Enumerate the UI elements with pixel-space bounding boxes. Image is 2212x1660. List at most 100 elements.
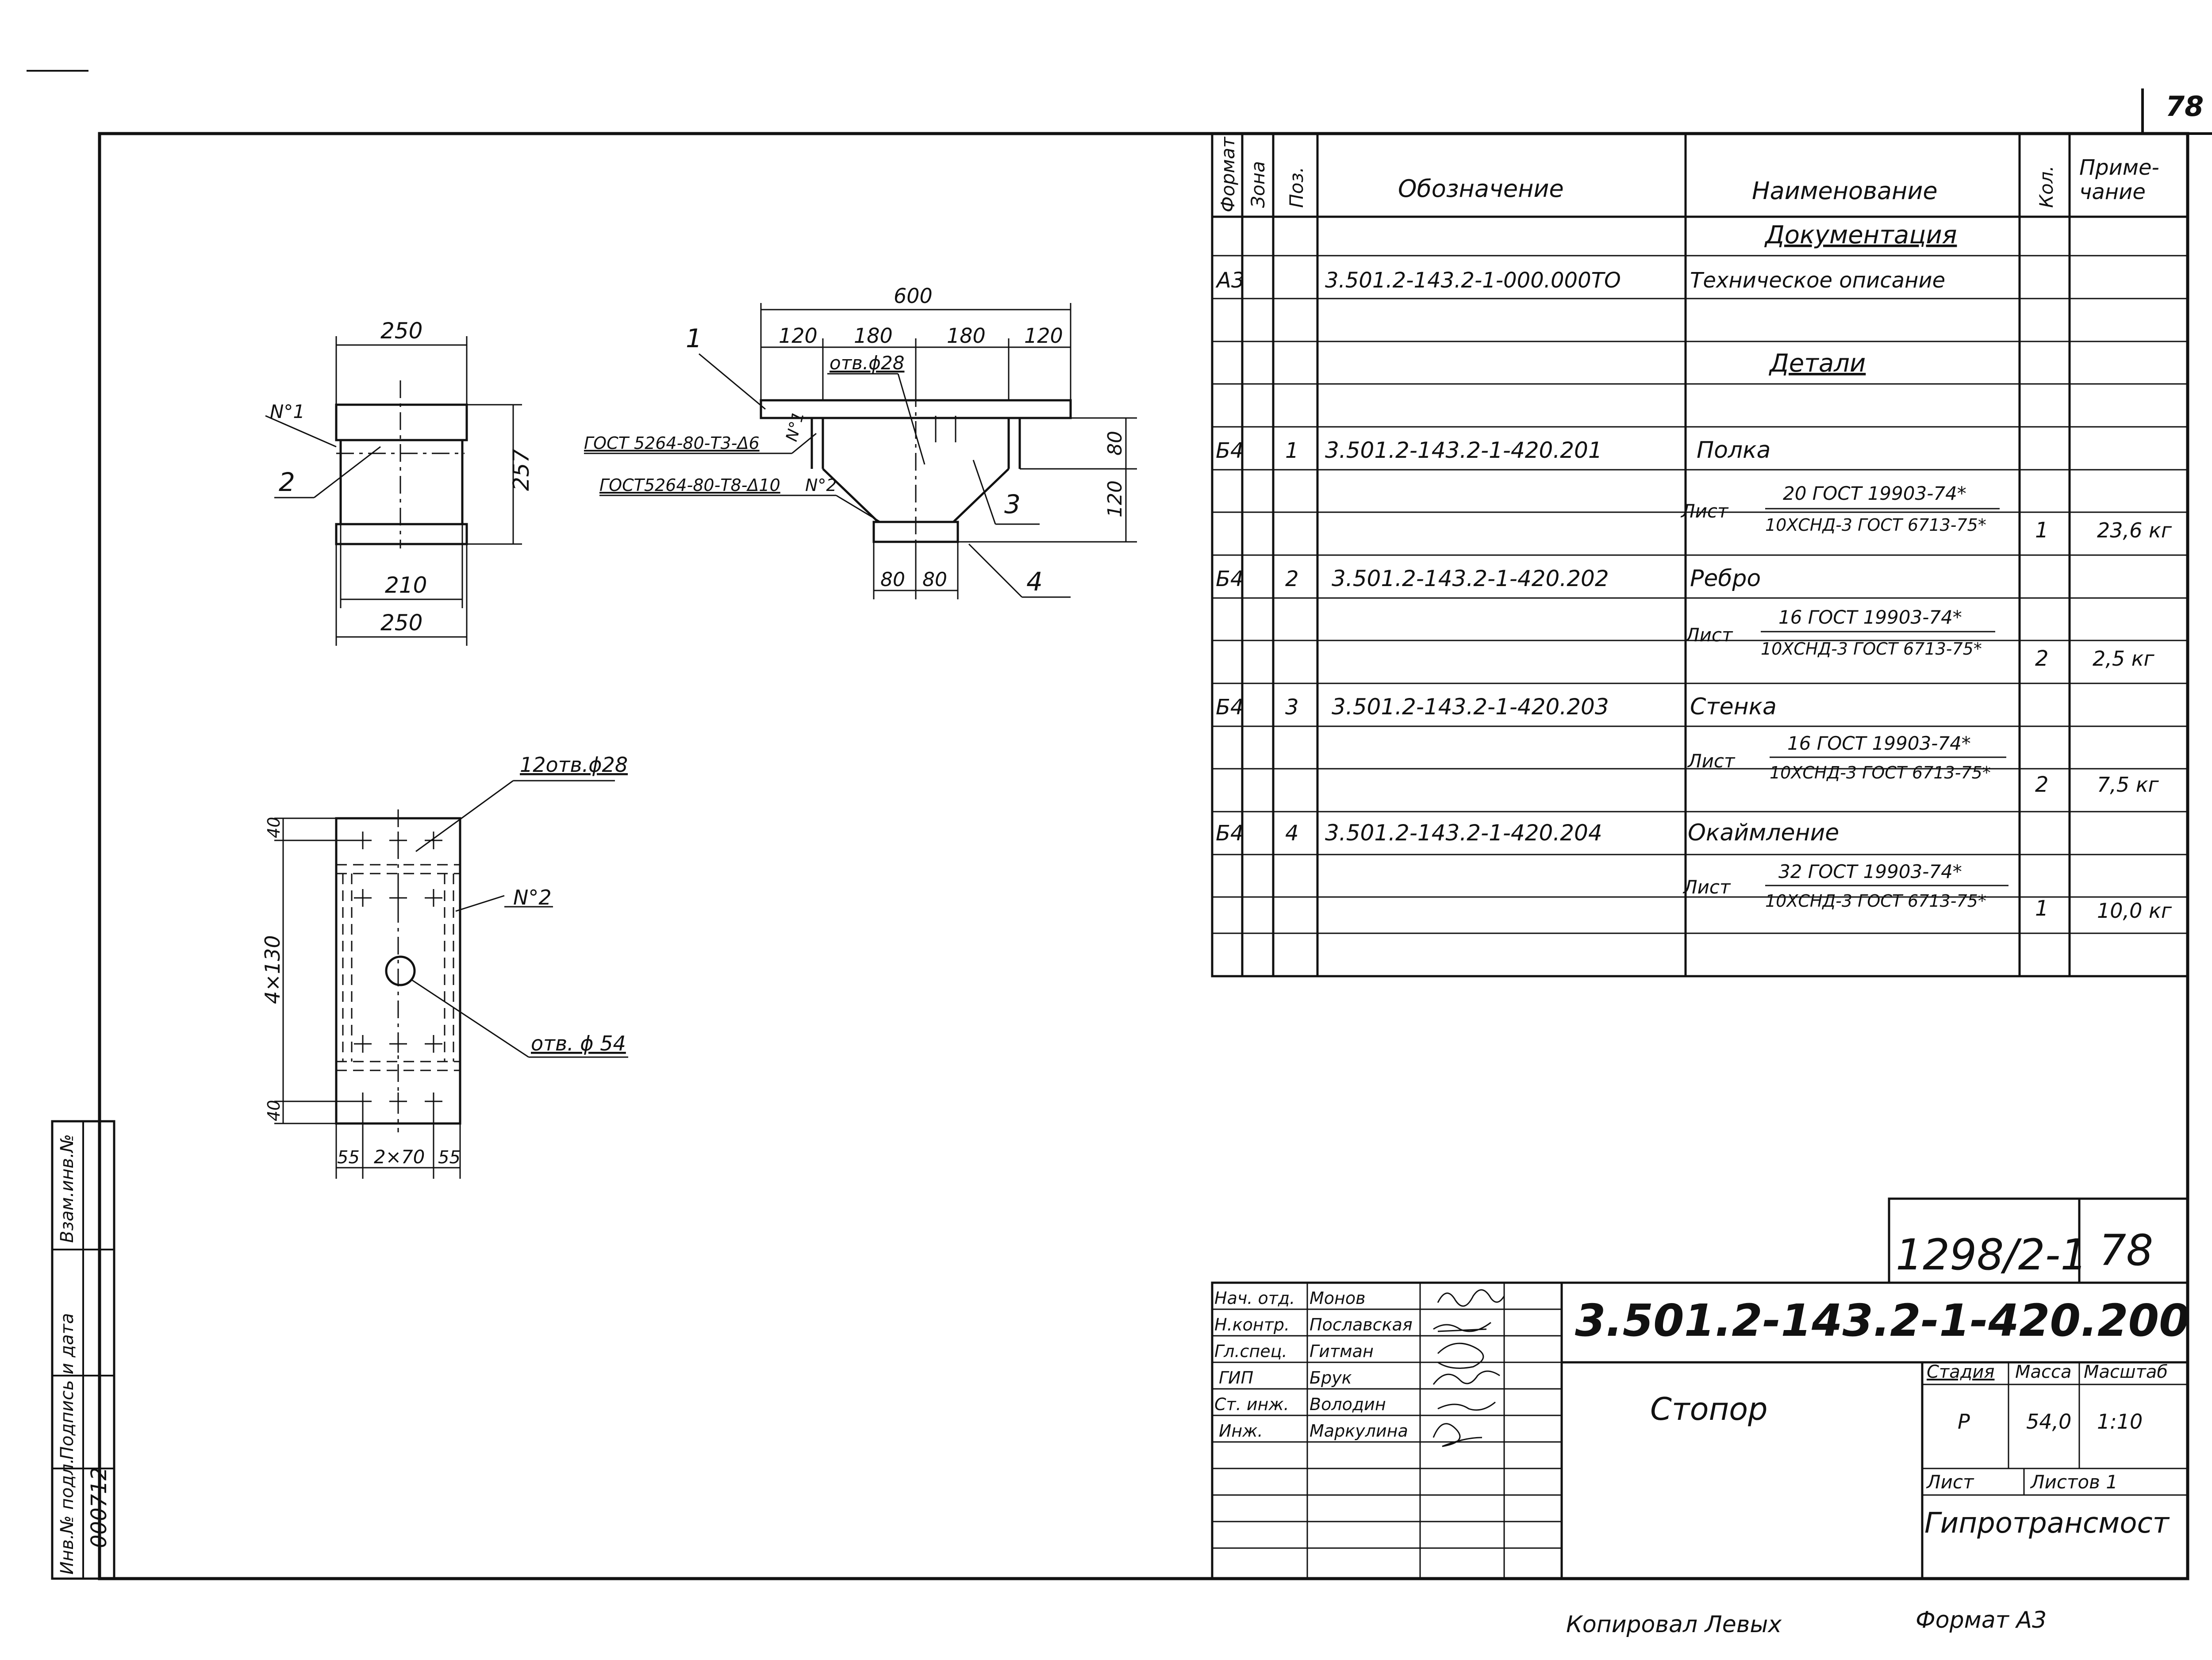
v2-dim-d: 120 (1024, 324, 1063, 348)
item-material-label: Лист (1687, 750, 1736, 772)
scale-value: 1:10 (2097, 1410, 2143, 1434)
item-material-bottom: 10ХСНД-3 ГОСТ 6713-75* (1765, 515, 1986, 535)
v2-dim-c: 180 (947, 324, 986, 348)
role-person: Гитман (1310, 1342, 1374, 1361)
item-format: Б4 (1216, 821, 1244, 846)
v2-dim-w2: 80 (922, 568, 947, 591)
v2-callout-4: 4 (1026, 567, 1043, 597)
stage-label: Стадия (1927, 1362, 1994, 1382)
item-format: Б4 (1216, 567, 1244, 591)
scale-label: Масштаб (2084, 1362, 2168, 1382)
role-label: Ст. инж. (1214, 1395, 1289, 1414)
v2-weld2-mark: N°2 (805, 475, 837, 495)
item-name: Ребро (1690, 565, 1761, 592)
v3-weld-mark: N°2 (513, 886, 552, 909)
sheets-label: Листов 1 (2030, 1471, 2118, 1493)
role-label: Гл.спец. (1214, 1342, 1287, 1361)
role-person: Володин (1310, 1395, 1386, 1414)
document-code: 3.501.2-143.2-1-420.200 (1575, 1295, 2190, 1346)
v2-dim-b: 180 (854, 324, 893, 348)
v2-weld1: ГОСТ 5264-80-Т3-Δ6 (584, 433, 760, 453)
v2-callout-3: 3 (1004, 489, 1021, 519)
v1-dim-inner: 210 (385, 572, 427, 598)
item-material-bottom: 10ХСНД-3 ГОСТ 6713-75* (1761, 639, 1982, 659)
v1-dim-bottom: 250 (380, 610, 422, 636)
v2-dim-a: 120 (779, 324, 818, 348)
v2-weld1-mark: N°1 (783, 410, 808, 443)
item-note: 2,5 кг (2093, 647, 2155, 671)
title-block (1211, 1197, 2189, 1580)
item-designation: 3.501.2-143.2-1-420.203 (1332, 694, 1609, 720)
v1-dim-height: 257 (508, 449, 534, 491)
v3-dim-mid: 2×70 (374, 1146, 425, 1168)
v2-dim-w1: 80 (880, 568, 905, 591)
v3-dim-top: 40 (264, 817, 284, 838)
item-name: Стенка (1690, 694, 1777, 720)
v2-callout-1: 1 (686, 323, 702, 353)
signatures (1432, 1289, 1505, 1447)
item-material-label: Лист (1682, 876, 1731, 898)
hdr-zone: Зона (1247, 161, 1269, 208)
hdr-format: Формат (1217, 136, 1239, 212)
mass-label: Масса (2015, 1362, 2072, 1382)
role-label: ГИП (1219, 1368, 1253, 1388)
role-person: Брук (1310, 1368, 1352, 1388)
role-label: Н.контр. (1214, 1315, 1290, 1334)
section-parts: Детали (1768, 349, 1866, 378)
hdr-name: Наименование (1752, 177, 1938, 205)
hdr-pos: Поз. (1286, 167, 1307, 208)
doc-designation: 3.501.2-143.2-1-000.000ТО (1325, 268, 1621, 293)
item-material-bottom: 10ХСНД-3 ГОСТ 6713-75* (1770, 763, 1991, 782)
stamp-inv-label: Инв.№ подл. (57, 1458, 77, 1575)
item-designation: 3.501.2-143.2-1-420.204 (1325, 820, 1602, 846)
item-material-top: 16 ГОСТ 19903-74* (1778, 606, 1962, 628)
item-qty: 1 (2035, 896, 2049, 921)
role-label: Инж. (1219, 1421, 1263, 1441)
drawing-title: Стопор (1650, 1391, 1768, 1427)
item-material-label: Лист (1680, 500, 1729, 522)
v2-dim-total: 600 (894, 284, 933, 308)
page-number: 78 (2166, 90, 2204, 123)
footer-copied: Копировал Левых (1566, 1611, 1782, 1638)
item-name: Полка (1697, 437, 1770, 464)
view-front (584, 303, 1137, 599)
v3-dim-left: 55 (337, 1147, 360, 1168)
organization: Гипротрансмост (1924, 1507, 2170, 1540)
item-format: Б4 (1216, 438, 1244, 463)
doc-name: Техническое описание (1690, 268, 1945, 293)
item-note: 10,0 кг (2097, 899, 2172, 923)
stamp-inv-value: 000712 (87, 1467, 111, 1548)
item-material-top: 20 ГОСТ 19903-74* (1783, 483, 1966, 504)
item-designation: 3.501.2-143.2-1-420.201 (1325, 437, 1602, 463)
v2-dim-h2: 120 (1104, 480, 1126, 518)
item-name: Окаймление (1688, 820, 1839, 846)
spec-item-3: Б4 3 3.501.2-143.2-1-420.203 Стенка Лист… (1216, 694, 2159, 797)
item-material-label: Лист (1685, 624, 1733, 646)
v3-dim-bottom: 40 (264, 1100, 284, 1121)
v3-holes-label: 12отв.ϕ28 (520, 753, 628, 777)
role-person: Маркулина (1310, 1421, 1408, 1441)
item-qty: 2 (2035, 772, 2049, 797)
sheet-number: 78 (2099, 1226, 2153, 1275)
item-pos: 1 (1285, 438, 1299, 463)
mass-value: 54,0 (2026, 1410, 2071, 1434)
item-material-bottom: 10ХСНД-3 ГОСТ 6713-75* (1765, 891, 1986, 911)
stamp-sign-label: Подпись и дата (57, 1313, 77, 1460)
item-designation: 3.501.2-143.2-1-420.202 (1332, 566, 1609, 591)
spec-table (1211, 132, 2189, 978)
v2-weld2: ГОСТ5264-80-Т8-Δ10 (599, 475, 780, 495)
v1-weld-mark: N°1 (270, 401, 305, 422)
doc-format: А3 (1215, 268, 1244, 293)
item-pos: 4 (1285, 821, 1299, 846)
item-qty: 2 (2035, 646, 2049, 671)
item-material-top: 16 ГОСТ 19903-74* (1787, 732, 1971, 754)
role-person: Монов (1310, 1288, 1366, 1308)
v1-dim-top: 250 (380, 318, 422, 344)
item-material-top: 32 ГОСТ 19903-74* (1778, 861, 1962, 882)
item-pos: 3 (1285, 695, 1299, 720)
stamp-swap-label: Взам.инв.№ (57, 1134, 77, 1243)
role-person: Пославская (1310, 1315, 1413, 1334)
spec-item-1: Б4 1 3.501.2-143.2-1-420.201 Полка Лист … (1216, 437, 2172, 543)
